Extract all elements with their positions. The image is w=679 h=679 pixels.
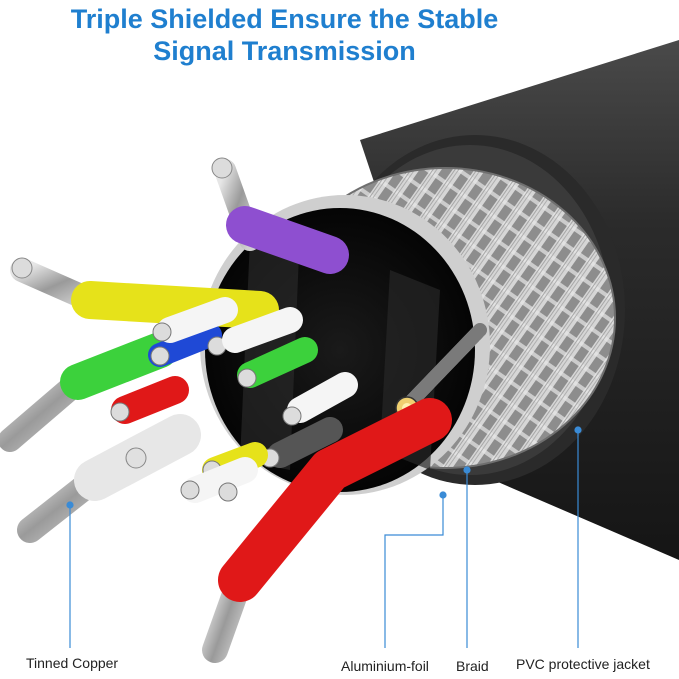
label-braid: Braid [456,658,489,674]
headline-line-1: Triple Shielded Ensure the Stable [70,4,499,34]
headline-line-2: Signal Transmission [153,36,416,66]
wire-red-big [202,398,452,663]
wire-white-big [17,414,201,543]
inner-wire-white-4 [180,457,258,503]
wire-green-outer [0,332,178,452]
inner-wire-white-2 [222,307,303,353]
inner-wire-blue [148,323,227,367]
inner-wire-red [110,376,189,424]
callout-lines [66,426,582,648]
label-pvc-jacket: PVC protective jacket [516,656,650,672]
inner-wire-white-1 [152,297,238,343]
label-tinned-copper: Tinned Copper [26,655,119,671]
inner-wire-green [237,337,318,388]
wire-purple [211,157,349,274]
label-aluminium-foil: Aluminium-foil [341,658,429,674]
inner-wire-white-3 [282,372,358,426]
